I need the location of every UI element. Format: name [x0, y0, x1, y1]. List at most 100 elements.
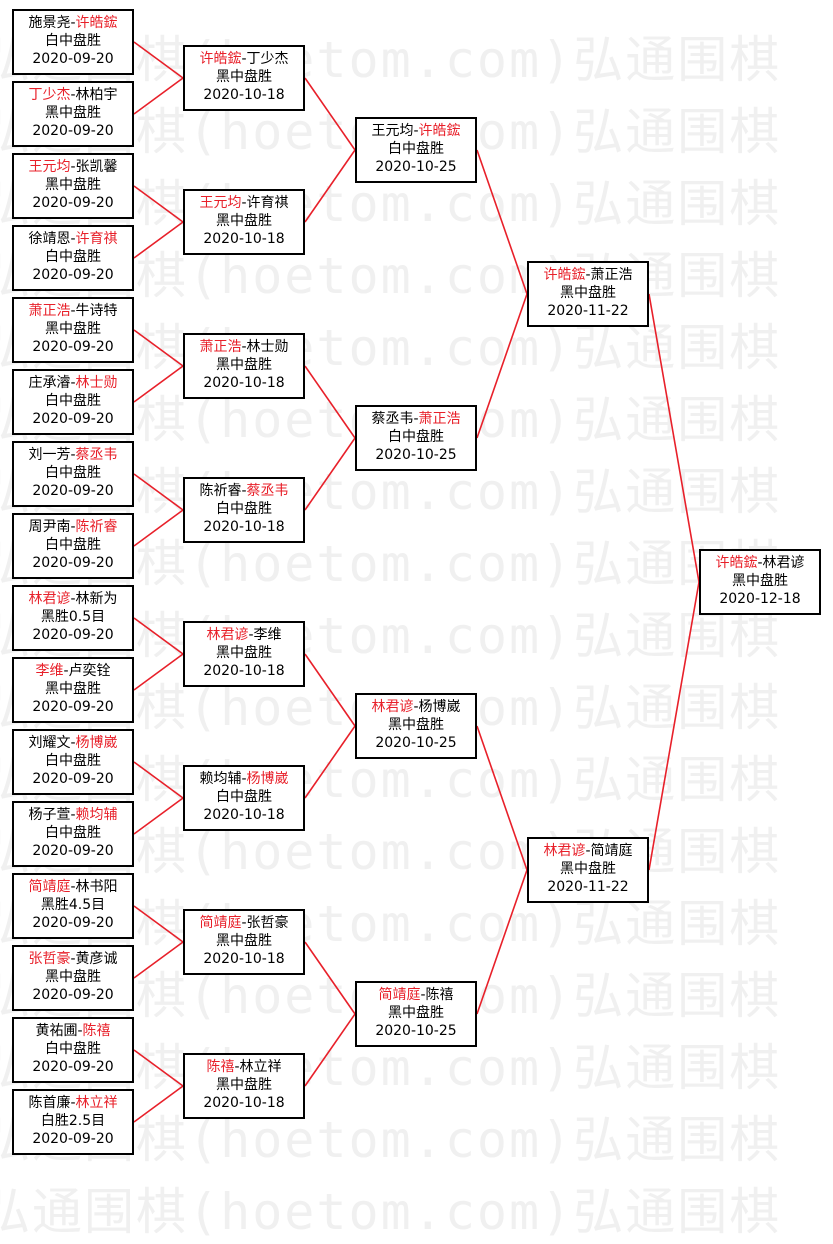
match-result: 黑中盘胜: [45, 105, 101, 121]
match-date: 2020-10-25: [375, 447, 457, 463]
bracket-connector: [304, 653, 356, 727]
bracket-connector: [133, 221, 184, 259]
match-date: 2020-09-20: [32, 699, 114, 715]
match-players: 丁少杰-林柏宇: [14, 86, 132, 104]
match-players: 周尹南-陈祈睿: [14, 518, 132, 536]
match-date: 2020-10-18: [203, 231, 285, 247]
vs-dash: -: [70, 447, 76, 463]
match-players: 陈祈睿-蔡丞韦: [185, 482, 303, 500]
vs-dash: -: [70, 591, 76, 607]
match-result: 黑中盘胜: [216, 357, 272, 373]
vs-dash: -: [77, 1023, 83, 1039]
bracket-connector: [304, 941, 356, 1015]
match-result: 黑中盘胜: [560, 285, 616, 301]
match-result: 白中盘胜: [45, 825, 101, 841]
match-result: 白中盘胜: [45, 249, 101, 265]
player-black: 徐靖恩: [28, 231, 71, 247]
player-white: 林柏宇: [75, 87, 118, 103]
match-players: 黄祐圃-陈禧: [14, 1022, 132, 1040]
match-players: 萧正浩-林士勋: [185, 338, 303, 356]
player-black: 王元均: [199, 195, 242, 211]
vs-dash: -: [70, 879, 76, 895]
match-result: 白中盘胜: [45, 753, 101, 769]
match-date: 2020-09-20: [32, 483, 114, 499]
bracket-connector: [133, 617, 184, 655]
player-white: 萧正浩: [418, 411, 461, 427]
match-result: 白中盘胜: [216, 501, 272, 517]
player-black: 刘耀文: [28, 735, 71, 751]
vs-dash: -: [70, 87, 76, 103]
match-date: 2020-09-20: [32, 1131, 114, 1147]
match-date: 2020-10-18: [203, 807, 285, 823]
player-black: 施景尧: [28, 15, 71, 31]
watermark-text: 弘通围棋(hoetom.com)弘通围棋: [0, 1183, 782, 1241]
match-players: 徐靖恩-许育祺: [14, 230, 132, 248]
match-date: 2020-09-20: [32, 843, 114, 859]
player-black: 萧正浩: [199, 339, 242, 355]
match-box: 林君谚-林新为黑胜0.5目 2020-09-20: [12, 585, 134, 651]
bracket-connector: [476, 293, 528, 439]
player-white: 林书阳: [75, 879, 118, 895]
player-white: 许皓鋐: [75, 15, 118, 31]
player-black: 简靖庭: [378, 987, 421, 1003]
vs-dash: -: [241, 339, 247, 355]
match-date: 2020-10-18: [203, 951, 285, 967]
bracket-connector: [476, 149, 528, 295]
player-white: 杨博崴: [75, 735, 118, 751]
player-white: 卢奕铨: [68, 663, 111, 679]
player-black: 林君谚: [28, 591, 71, 607]
player-black: 蔡丞韦: [371, 411, 414, 427]
bracket-connector: [133, 185, 184, 223]
vs-dash: -: [248, 627, 254, 643]
player-white: 黄彦诚: [75, 951, 118, 967]
match-result: 黑中盘胜: [216, 69, 272, 85]
match-result: 黑中盘胜: [45, 321, 101, 337]
match-date: 2020-10-25: [375, 159, 457, 175]
match-result: 白中盘胜: [45, 33, 101, 49]
vs-dash: -: [70, 15, 76, 31]
bracket-connector: [133, 77, 184, 115]
match-result: 黑中盘胜: [216, 213, 272, 229]
bracket-connector: [133, 941, 184, 979]
vs-dash: -: [63, 663, 69, 679]
match-players: 陈禧-林立祥: [185, 1058, 303, 1076]
bracket-connector: [133, 365, 184, 403]
match-result: 黑中盘胜: [388, 717, 444, 733]
vs-dash: -: [241, 195, 247, 211]
vs-dash: -: [757, 555, 763, 571]
bracket-connector: [304, 725, 356, 799]
match-result: 黑胜0.5目: [40, 609, 106, 625]
match-players: 林君谚-林新为: [14, 590, 132, 608]
match-result: 黑中盘胜: [388, 1005, 444, 1021]
player-white: 林立祥: [75, 1095, 118, 1111]
match-date: 2020-09-20: [32, 627, 114, 643]
match-result: 黑胜4.5目: [40, 897, 106, 913]
player-black: 林君谚: [543, 843, 586, 859]
player-black: 丁少杰: [28, 87, 71, 103]
vs-dash: -: [70, 951, 76, 967]
match-players: 施景尧-许皓鋐: [14, 14, 132, 32]
player-white: 杨博崴: [246, 771, 289, 787]
bracket-lines: [133, 41, 700, 1123]
match-date: 2020-11-22: [547, 303, 629, 319]
bracket-connector: [133, 509, 184, 547]
match-players: 许皓鋐-林君谚: [701, 554, 819, 572]
vs-dash: -: [241, 483, 247, 499]
vs-dash: -: [585, 843, 591, 859]
player-black: 陈祈睿: [199, 483, 242, 499]
match-date: 2020-10-18: [203, 663, 285, 679]
